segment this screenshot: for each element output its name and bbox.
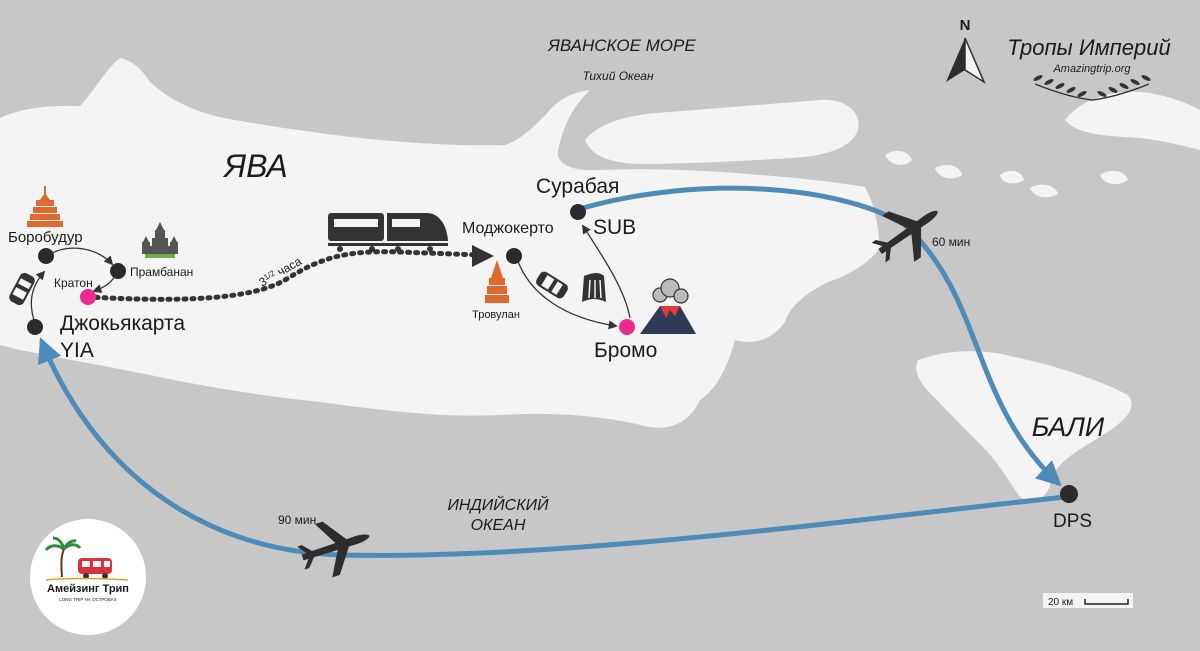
bali-label: БАЛИ [1032,412,1105,442]
label-surabaya: Сурабая [536,175,619,198]
stop-prambanan[interactable] [110,263,126,279]
flight-duration-dps-yia: 90 мин [278,513,316,527]
islet-1 [885,150,912,165]
road-mojokerto-bromo [516,258,618,330]
flight-duration-sub-dps: 60 мин [932,235,970,249]
stop-bromo[interactable] [619,319,635,335]
train-arrowhead [472,245,494,267]
java-island [0,58,880,428]
java-label: ЯВА [222,148,287,184]
compass-n: N [960,17,971,34]
road-bromo-surabaya [582,224,631,319]
pacific-label: Тихий Океан [582,69,654,83]
kangean-island [1065,91,1200,150]
label-mojokerto: Моджокерто [462,220,554,237]
label-trowulan: Тровулан [472,309,520,321]
palm-tree-icon [44,536,82,578]
islet-4 [1030,184,1058,198]
company-logo: Амейзинг Трип LONG TRIP НА ОСТРОВАХ [30,519,146,635]
stop-mojokerto[interactable] [506,248,522,264]
logo-name: Амейзинг Трип [47,583,129,595]
car-icon [536,271,568,299]
logo-tagline: LONG TRIP НА ОСТРОВАХ [59,597,116,602]
stop-dps[interactable] [1060,485,1078,503]
islet-5 [1100,170,1128,185]
airplane-icon [297,521,370,578]
bali-island [916,351,1132,502]
indian-ocean-label-line1: ИНДИЙСКИЙ [447,495,549,514]
label-yogyakarta: Джокьякарта [60,312,185,335]
madura-island [585,99,859,165]
waterfall-icon [582,273,606,302]
label-bromo: Бромо [594,339,657,362]
label-borobudur: Боробудур [8,229,83,246]
flight-route-dps-yia [37,337,1068,558]
scale-bar: 20 км [1043,593,1133,608]
islet-2 [935,164,962,179]
stop-borobudur[interactable] [38,248,54,264]
indian-ocean-label-line2: ОКЕАН [471,517,526,534]
airplane-icon [871,210,938,263]
stop-kraton[interactable] [80,289,96,305]
label-sub: SUB [593,216,636,239]
borobudur-temple-icon [27,186,63,227]
car-icon [9,272,35,306]
compass-icon: N [946,17,986,84]
train-icon [328,213,448,252]
label-prambanan: Прамбанан [130,265,193,279]
islet-3 [1000,170,1024,184]
volcano-icon [640,278,696,334]
label-dps: DPS [1053,511,1092,532]
label-kraton: Кратон [54,276,93,290]
stop-surabaya[interactable] [570,204,586,220]
brand-site: Amazingtrip.org [1052,63,1131,75]
van-icon [78,558,112,579]
laurel-icon [1033,75,1151,101]
label-yia: YIA [60,339,94,362]
trowulan-gate-icon [485,260,509,303]
scale-label: 20 км [1048,597,1073,608]
java-sea-label: ЯВАНСКОЕ МОРЕ [547,36,696,55]
stop-yogyakarta[interactable] [27,319,43,335]
prambanan-temple-icon [142,222,178,258]
train-route-kraton-mojokerto [85,249,483,302]
land-masses [0,58,1200,502]
brand-title: Тропы Империй [1007,35,1170,60]
